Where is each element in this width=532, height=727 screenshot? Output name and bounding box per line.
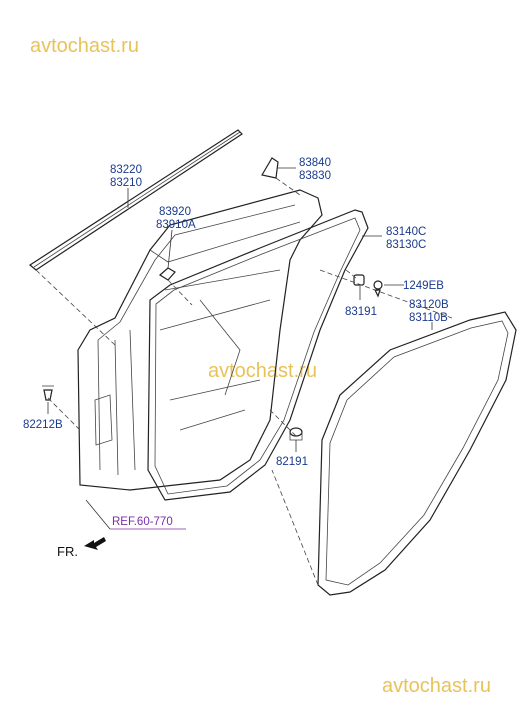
label-83840: 83840 [299, 157, 331, 169]
leader-lines [47, 167, 433, 452]
front-arrow-icon [84, 537, 106, 550]
label-83140C: 83140C [386, 226, 426, 238]
label-83920: 83920 [159, 206, 191, 218]
belt-seal-strip [28, 129, 243, 271]
plug-part [353, 274, 365, 286]
watermark-bottom: avtochast.ru [382, 675, 491, 697]
door-shell [77, 189, 323, 491]
label-83220: 83220 [110, 164, 142, 176]
front-direction-label: FR. [57, 544, 78, 559]
reference-label: REF.60-770 [112, 516, 173, 528]
label-83210: 83210 [110, 177, 142, 189]
label-82191: 82191 [276, 456, 308, 468]
label-83120B: 83120B [409, 299, 449, 311]
bolt-part [373, 280, 383, 298]
reference-leader [85, 499, 111, 530]
body-weatherstrip [317, 311, 517, 596]
label-83830: 83830 [299, 170, 331, 182]
projection-lines [35, 177, 453, 586]
trim-piece [158, 267, 176, 281]
label-82212B: 82212B [23, 419, 63, 431]
label-83191: 83191 [345, 306, 377, 318]
label-83130C: 83130C [386, 239, 426, 251]
door-weatherstrip [147, 209, 369, 501]
fastener-part [42, 385, 54, 401]
label-83910A: 83910A [156, 219, 196, 231]
label-1249EB: 1249EB [403, 280, 444, 292]
top-clip [261, 157, 279, 179]
label-83110B: 83110B [409, 312, 448, 324]
grommet-part [289, 427, 303, 441]
watermark-top: avtochast.ru [30, 35, 139, 57]
